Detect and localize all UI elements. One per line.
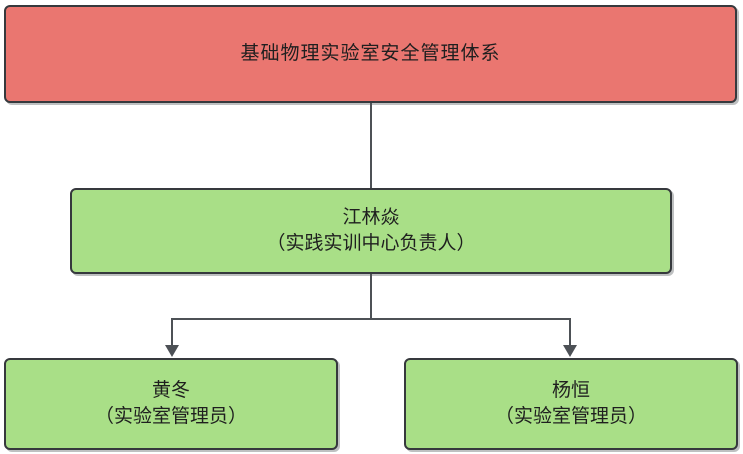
node-staff-left-role: （实验室管理员） xyxy=(94,405,247,427)
node-manager-role: （实践实训中心负责人） xyxy=(266,232,476,254)
node-manager-name: 江林焱 xyxy=(342,206,400,229)
node-staff-right-role: （实验室管理员） xyxy=(494,405,647,427)
arrow-down-icon-left xyxy=(165,345,179,357)
node-root-title: 基础物理实验室安全管理体系 xyxy=(240,42,501,65)
arrow-down-icon-right xyxy=(563,345,577,357)
node-staff-right-name: 杨恒 xyxy=(551,379,590,402)
edge-manager-trunk xyxy=(370,274,372,320)
edge-manager-bus xyxy=(171,318,571,320)
node-manager[interactable]: 江林焱 （实践实训中心负责人） xyxy=(70,188,672,274)
node-staff-left-name: 黄冬 xyxy=(151,379,190,402)
edge-root-to-manager xyxy=(370,103,372,189)
node-root-system[interactable]: 基础物理实验室安全管理体系 xyxy=(4,5,737,103)
node-staff-right[interactable]: 杨恒 （实验室管理员） xyxy=(404,358,738,450)
edge-manager-to-staff-right xyxy=(569,318,571,348)
node-staff-left[interactable]: 黄冬 （实验室管理员） xyxy=(4,358,338,450)
edge-manager-to-staff-left xyxy=(171,318,173,348)
